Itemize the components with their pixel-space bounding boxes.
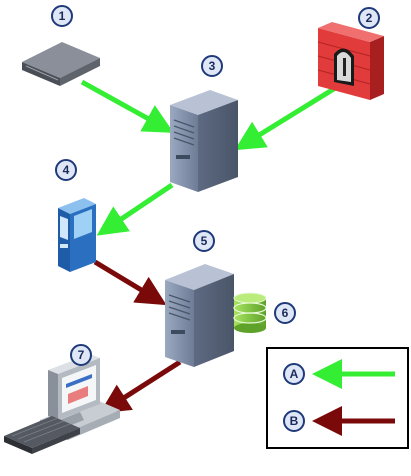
server-icon-3 bbox=[170, 90, 238, 192]
workstation-icon bbox=[4, 354, 120, 454]
network-appliance-icon bbox=[22, 42, 100, 86]
server-icon-5 bbox=[165, 264, 234, 367]
badge-7: 7 bbox=[70, 344, 92, 366]
firewall-icon bbox=[317, 22, 384, 100]
badge-1: 1 bbox=[51, 5, 73, 27]
arrow-5-to-7 bbox=[99, 359, 182, 414]
badge-3-label: 3 bbox=[209, 59, 216, 73]
database-icon bbox=[233, 292, 267, 333]
legend-item-b: B bbox=[283, 406, 395, 436]
legend-item-a: A bbox=[283, 359, 395, 389]
arrow-4-to-5 bbox=[93, 259, 167, 306]
badge-7-label: 7 bbox=[78, 348, 85, 362]
arrow-3-to-4 bbox=[96, 182, 174, 236]
arrow-2-to-3 bbox=[234, 79, 347, 151]
badge-4-label: 4 bbox=[63, 163, 70, 177]
badge-6-label: 6 bbox=[282, 306, 289, 320]
legend: A B bbox=[266, 347, 409, 449]
badge-4: 4 bbox=[55, 159, 77, 181]
badge-6: 6 bbox=[274, 302, 296, 324]
arrow-1-to-3 bbox=[80, 79, 174, 133]
badge-2-label: 2 bbox=[366, 11, 373, 25]
badge-5-label: 5 bbox=[201, 234, 208, 248]
badge-1-label: 1 bbox=[59, 9, 66, 23]
badge-5: 5 bbox=[193, 230, 215, 252]
legend-b-label: B bbox=[290, 414, 299, 428]
kiosk-icon bbox=[58, 198, 96, 272]
legend-a-label: A bbox=[290, 367, 299, 381]
badge-3: 3 bbox=[201, 55, 223, 77]
badge-2: 2 bbox=[358, 7, 380, 29]
